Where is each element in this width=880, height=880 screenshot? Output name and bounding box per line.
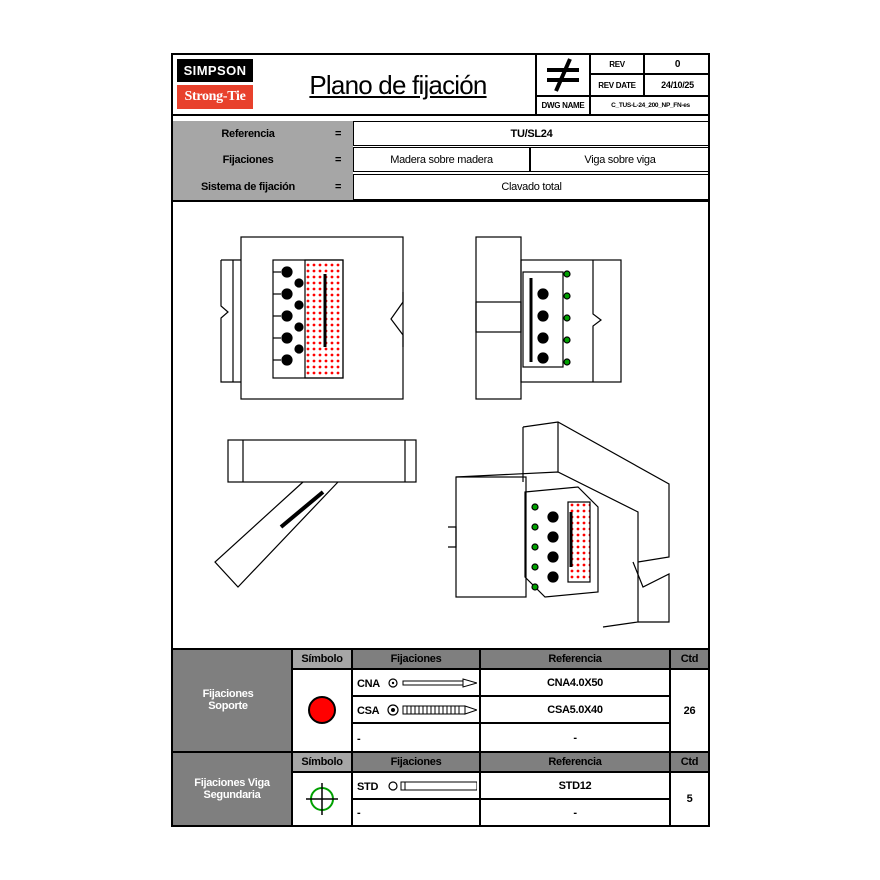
viga-symbol-cell	[293, 773, 353, 825]
dwg-name-label: DWG NAME	[535, 95, 589, 114]
soporte-group-label: Fijaciones Soporte	[173, 650, 293, 753]
page-title: Plano de fijación	[309, 70, 487, 100]
brand-bottom: Strong-Tie	[177, 85, 253, 109]
table-cell: CSA5.0X40	[481, 697, 671, 724]
sistema-label: Sistema de fijación	[201, 181, 295, 193]
equals-sign: =	[334, 127, 342, 140]
cna-nail-icon	[388, 678, 477, 688]
front-view	[220, 236, 404, 400]
fijaciones-value-1: Madera sobre madera	[353, 147, 530, 172]
rev-date-value: 24/10/25	[643, 75, 710, 95]
isometric-view	[448, 421, 670, 628]
soporte-col-simbolo: Símbolo	[293, 650, 353, 670]
viga-col-simbolo: Símbolo	[293, 753, 353, 773]
drawing-area	[173, 200, 708, 650]
sistema-value: Clavado total	[353, 174, 710, 200]
fijaciones-value-2: Viga sobre viga	[530, 147, 710, 172]
referencia-label: Referencia	[221, 127, 275, 140]
table-row: -	[353, 800, 481, 825]
not-equal-icon	[535, 55, 589, 95]
brand-top: SIMPSON	[177, 59, 253, 82]
table-row: -	[353, 724, 481, 753]
viga-col-fijaciones: Fijaciones	[353, 753, 481, 773]
dwg-name-value: C_TUS-L-24_200_NP_FN-es	[589, 95, 710, 114]
brand-logo: SIMPSON Strong-Tie	[177, 59, 253, 109]
soporte-col-fijaciones: Fijaciones	[353, 650, 481, 670]
table-row: STD	[353, 773, 481, 800]
referencia-value: TU/SL24	[353, 121, 710, 146]
viga-col-ctd: Ctd	[671, 753, 708, 773]
table-row: CNA	[353, 670, 481, 697]
info-section: Referencia = TU/SL24 Fijaciones = Madera…	[173, 114, 710, 202]
table-cell: STD12	[481, 773, 671, 800]
fijacion-name: CNA	[357, 677, 380, 690]
table-row: CSA	[353, 697, 481, 724]
viga-group-text: Fijaciones Viga Segundaria	[194, 777, 270, 801]
rev-value: 0	[643, 55, 710, 75]
viga-col-referencia: Referencia	[481, 753, 671, 773]
soporte-ctd-value: 26	[671, 670, 708, 753]
fijacion-name: STD	[357, 780, 379, 793]
fijacion-name: -	[357, 806, 361, 819]
rev-date-label: REV DATE	[589, 75, 643, 95]
soporte-col-ctd: Ctd	[671, 650, 708, 670]
drawing-sheet: SIMPSON Strong-Tie Plano de fijación DWG…	[171, 53, 710, 827]
viga-ctd-value: 5	[686, 793, 693, 805]
table-cell: -	[481, 724, 671, 753]
green-crosshair-symbol-icon	[306, 783, 338, 815]
fijacion-name: -	[357, 732, 361, 745]
top-view	[214, 439, 417, 588]
technical-drawing	[214, 236, 670, 628]
table-cell: CNA4.0X50	[481, 670, 671, 697]
fijacion-name: CSA	[357, 704, 380, 717]
rev-label: REV	[589, 55, 643, 75]
side-view	[475, 236, 622, 400]
soporte-group-text: Fijaciones Soporte	[202, 688, 254, 712]
red-nail-symbol-icon	[308, 696, 336, 724]
table-cell: -	[481, 800, 671, 825]
soporte-col-referencia: Referencia	[481, 650, 671, 670]
std-dowel-icon	[388, 781, 477, 791]
equals-sign: =	[334, 181, 342, 193]
soporte-symbol-cell	[293, 670, 353, 753]
csa-screw-icon	[387, 704, 477, 716]
equals-sign: =	[334, 153, 342, 166]
fijaciones-label: Fijaciones	[222, 153, 274, 166]
viga-group-label: Fijaciones Viga Segundaria	[173, 753, 293, 825]
